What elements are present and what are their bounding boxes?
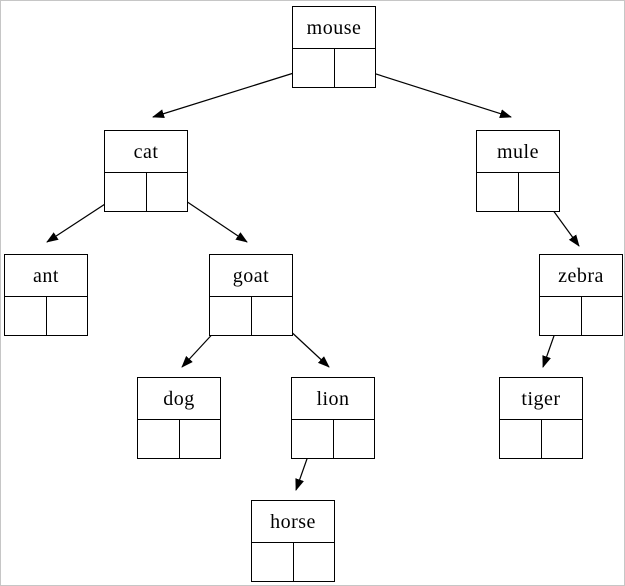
node-label: horse <box>252 501 334 543</box>
pointer-row <box>138 420 220 459</box>
node-label: lion <box>292 378 374 420</box>
pointer-row <box>252 543 334 582</box>
pointer-row <box>500 420 582 459</box>
node-label: goat <box>210 255 292 297</box>
pointer-row <box>293 49 375 88</box>
node-label: dog <box>138 378 220 420</box>
node-label: cat <box>105 131 187 173</box>
left-pointer-cell <box>540 297 582 336</box>
pointer-row <box>105 173 187 212</box>
node-label: ant <box>5 255 87 297</box>
pointer-row <box>477 173 559 212</box>
node-label: mouse <box>293 7 375 49</box>
tree-edge-mouse-left-to-cat <box>152 66 314 119</box>
tree-edge-mouse-right-to-mule <box>353 66 512 118</box>
left-pointer-cell <box>210 297 252 336</box>
left-pointer-cell <box>105 173 147 212</box>
right-pointer-cell <box>180 420 221 459</box>
tree-node-goat: goat <box>209 254 293 336</box>
pointer-row <box>210 297 292 336</box>
left-pointer-cell <box>293 49 335 88</box>
right-pointer-cell <box>47 297 88 336</box>
right-pointer-cell <box>542 420 583 459</box>
tree-node-cat: cat <box>104 130 188 212</box>
pointer-row <box>292 420 374 459</box>
tree-node-mouse: mouse <box>292 6 376 88</box>
right-pointer-cell <box>582 297 623 336</box>
pointer-row <box>5 297 87 336</box>
right-pointer-cell <box>335 49 376 88</box>
left-pointer-cell <box>500 420 542 459</box>
left-pointer-cell <box>5 297 47 336</box>
right-pointer-cell <box>252 297 293 336</box>
tree-node-dog: dog <box>137 377 221 459</box>
tree-node-horse: horse <box>251 500 335 582</box>
right-pointer-cell <box>294 543 335 582</box>
left-pointer-cell <box>477 173 519 212</box>
node-label: tiger <box>500 378 582 420</box>
left-pointer-cell <box>138 420 180 459</box>
left-pointer-cell <box>292 420 334 459</box>
right-pointer-cell <box>147 173 188 212</box>
tree-node-tiger: tiger <box>499 377 583 459</box>
tree-node-ant: ant <box>4 254 88 336</box>
tree-node-lion: lion <box>291 377 375 459</box>
node-label: zebra <box>540 255 622 297</box>
right-pointer-cell <box>519 173 560 212</box>
left-pointer-cell <box>252 543 294 582</box>
right-pointer-cell <box>334 420 375 459</box>
node-label: mule <box>477 131 559 173</box>
tree-node-zebra: zebra <box>539 254 623 336</box>
tree-node-mule: mule <box>476 130 560 212</box>
pointer-row <box>540 297 622 336</box>
